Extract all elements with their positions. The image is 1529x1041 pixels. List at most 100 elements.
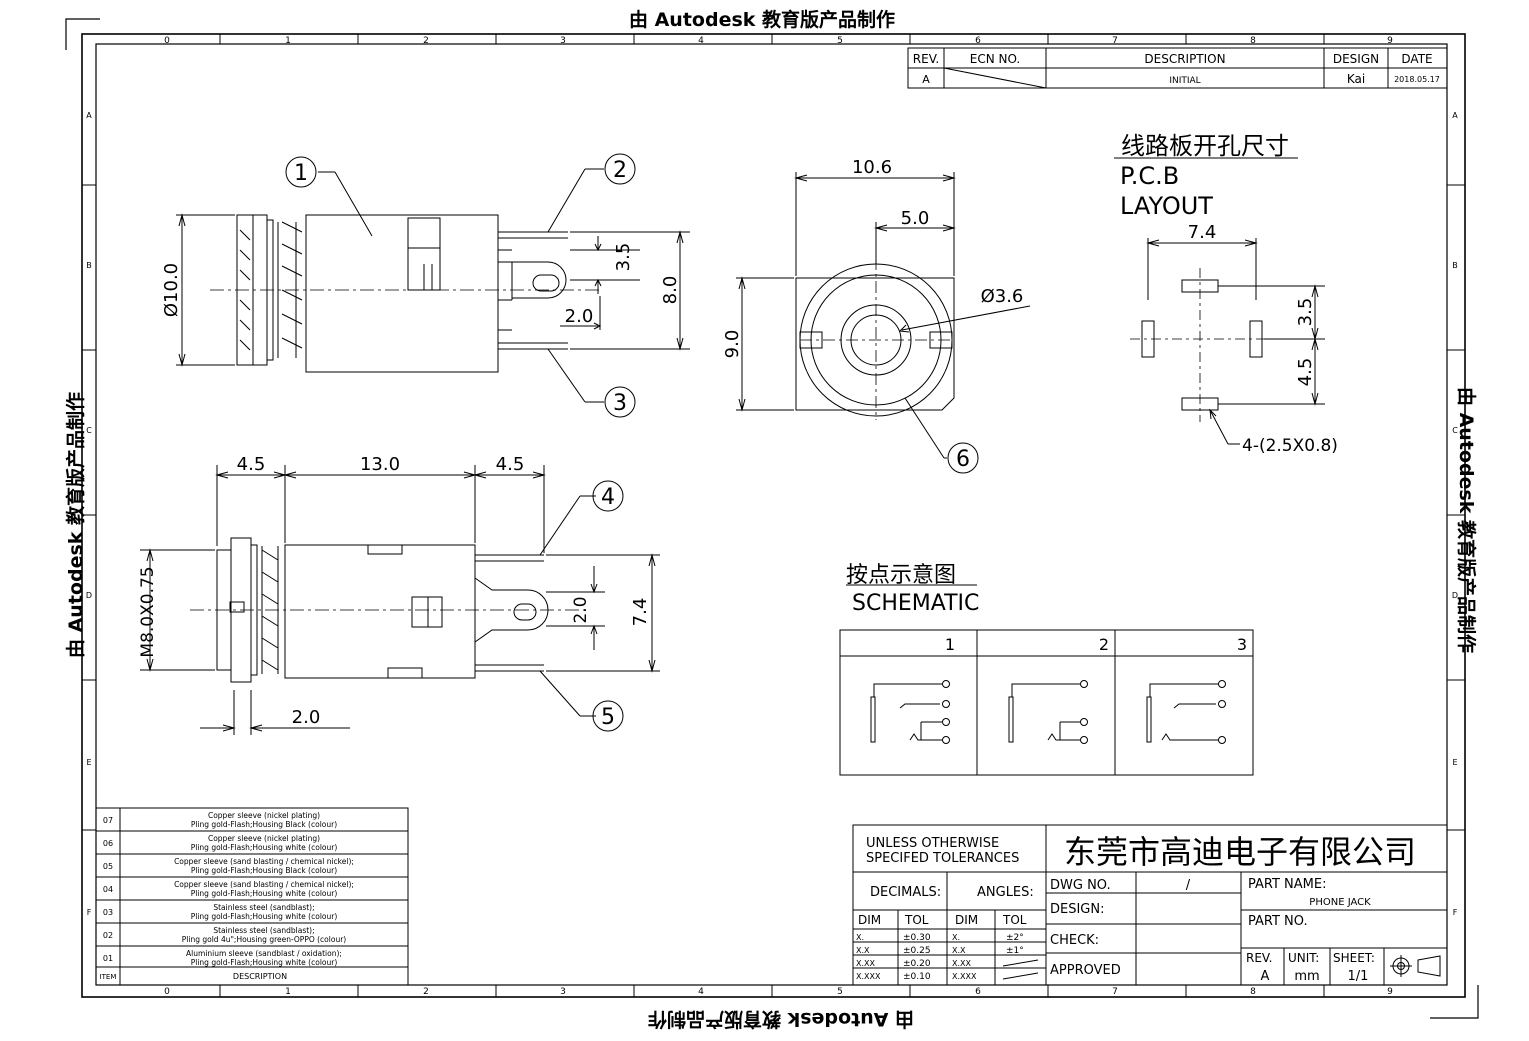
item-desc-line2: Pling gold-Flash;Housing Black (colour): [191, 820, 337, 829]
grid-col-top-6: 6: [975, 36, 981, 46]
schematic-title-en: SCHEMATIC: [852, 591, 979, 616]
item-number: 03: [103, 908, 113, 917]
tol-angle-dim-1: X.X: [952, 946, 966, 955]
grid-row-left-d: D: [86, 591, 92, 600]
item-desc-line1: Copper sleeve (nickel plating): [208, 811, 320, 820]
grid-col-bottom-2: 2: [423, 987, 429, 997]
rev-value-rev: A: [922, 73, 930, 86]
rev-header-rev: REV.: [913, 52, 939, 66]
watermark-right: 由 Autodesk 教育版产品制作: [1455, 387, 1478, 653]
grid-col-bottom-6: 6: [975, 987, 981, 997]
item-desc-line1: Copper sleeve (sand blasting / chemical …: [174, 880, 354, 889]
dim-diameter-10: Ø10.0: [161, 263, 182, 317]
grid-col-top-9: 9: [1387, 36, 1393, 46]
pcb-dim-4-5: 4.5: [1295, 358, 1316, 387]
rev-value-date: 2018.05.17: [1394, 75, 1440, 84]
item-desc-line1: Aluminium sleeve (sandblast / oxidation)…: [186, 949, 342, 958]
grid-col-top-4: 4: [698, 36, 704, 46]
balloon-4: 4: [601, 485, 615, 510]
trim-mark-top-left: [65, 18, 100, 50]
dim-5-0: 5.0: [901, 208, 930, 229]
dim-thread-m8: M8.0X0.75: [138, 566, 158, 657]
grid-col-top-8: 8: [1250, 36, 1256, 46]
tol-angle-tol-1: ±1°: [1006, 946, 1024, 956]
rev-header-ecn: ECN NO.: [970, 52, 1021, 66]
item-number: 02: [103, 931, 113, 940]
grid-col-bottom-0: 0: [164, 987, 170, 997]
tol-angles-label: ANGLES:: [977, 885, 1034, 900]
dim-4-5-right: 4.5: [496, 454, 525, 475]
tol-decimal-tol-0: ±0.30: [903, 933, 931, 943]
tol-tol-header-angle: TOL: [1002, 913, 1027, 927]
tol-angle-dim-2: X.XX: [952, 959, 972, 968]
tol-tol-header-decimal: TOL: [904, 913, 929, 927]
schematic-header-2: 2: [1099, 635, 1109, 654]
pcb-dim-7-4: 7.4: [1188, 222, 1217, 243]
tol-dim-header-decimal: DIM: [858, 913, 881, 927]
tol-decimal-dim-0: X.: [856, 933, 864, 942]
grid-col-bottom-1: 1: [285, 987, 291, 997]
schematic-contact-1: [870, 680, 950, 744]
tol-title-1: UNLESS OTHERWISE: [866, 836, 999, 851]
grid-row-left-b: B: [86, 261, 92, 270]
pcb-title-en-2: LAYOUT: [1120, 192, 1213, 220]
tol-dim-header-angle: DIM: [955, 913, 978, 927]
dim-9-0: 9.0: [722, 330, 743, 359]
item-desc-line2: Pling gold-Flash;Housing Black (colour): [191, 866, 337, 875]
item-desc-line2: Pling gold 4u";Housing green-OPPO (colou…: [182, 935, 346, 944]
watermark-top: 由 Autodesk 教育版产品制作: [629, 8, 895, 31]
balloon-circle-4: [592, 480, 624, 512]
dim-7-4-bottom: 7.4: [630, 598, 651, 627]
rev-header-design: DESIGN: [1333, 52, 1379, 66]
tol-decimal-dim-1: X.X: [856, 946, 870, 955]
balloon-5: 5: [601, 705, 615, 730]
dwg-no-value: /: [1186, 878, 1191, 893]
grid-col-top-5: 5: [837, 36, 843, 46]
title-block: [852, 824, 1448, 986]
dim-8-0: 8.0: [660, 276, 681, 305]
rev-label: REV.: [1246, 951, 1272, 965]
item-desc-line2: Pling gold-Flash;Housing white (colour): [191, 912, 338, 921]
part-name-value: PHONE JACK: [1309, 897, 1371, 908]
unit-value: mm: [1294, 969, 1319, 984]
sheet-value: 1/1: [1348, 969, 1369, 984]
bottom-view: [140, 465, 660, 735]
schematic-contact-2: [1008, 680, 1088, 744]
rev-header-description: DESCRIPTION: [1144, 52, 1225, 66]
tol-decimal-dim-2: X.XX: [856, 959, 876, 968]
grid-col-bottom-4: 4: [698, 987, 704, 997]
revision-table: [907, 47, 1448, 89]
grid-col-bottom-5: 5: [837, 987, 843, 997]
grid-row-left-a: A: [86, 111, 92, 120]
grid-col-bottom-7: 7: [1112, 987, 1118, 997]
dim-diameter-3-6: Ø3.6: [981, 286, 1024, 307]
part-name-label: PART NAME:: [1248, 877, 1327, 892]
schematic-contact-3: [1146, 680, 1226, 744]
watermark-bottom: 由 Autodesk 教育版产品制作: [648, 1008, 914, 1031]
pcb-title-cn: 线路板开孔尺寸: [1121, 132, 1289, 160]
balloon-circle-1: [285, 156, 317, 188]
schematic-table: [839, 584, 1254, 776]
side-view: [176, 168, 690, 403]
unit-label: UNIT:: [1288, 951, 1319, 965]
rev-header-date: DATE: [1401, 52, 1432, 66]
item-number: 05: [103, 862, 113, 871]
grid-row-right-e: E: [1452, 758, 1457, 767]
pcb-layout: [1114, 157, 1325, 445]
tol-angle-tol-0: ±2°: [1006, 933, 1024, 943]
item-desc-line2: Pling gold-Flash;Housing white (colour): [191, 889, 338, 898]
company-name: 东莞市高迪电子有限公司: [1064, 833, 1416, 871]
dim-10-6: 10.6: [852, 157, 892, 178]
check-label: CHECK:: [1050, 933, 1099, 948]
balloon-1: 1: [294, 161, 308, 186]
balloon-circle-2: [604, 153, 636, 185]
dim-3-5-side: 3.5: [613, 243, 634, 272]
balloon-circle-6: [947, 442, 979, 474]
tol-decimals-label: DECIMALS:: [870, 885, 941, 900]
balloon-2: 2: [613, 158, 627, 183]
tol-title-2: SPECIFED TOLERANCES: [866, 851, 1019, 866]
grid-row-left-e: E: [86, 758, 91, 767]
